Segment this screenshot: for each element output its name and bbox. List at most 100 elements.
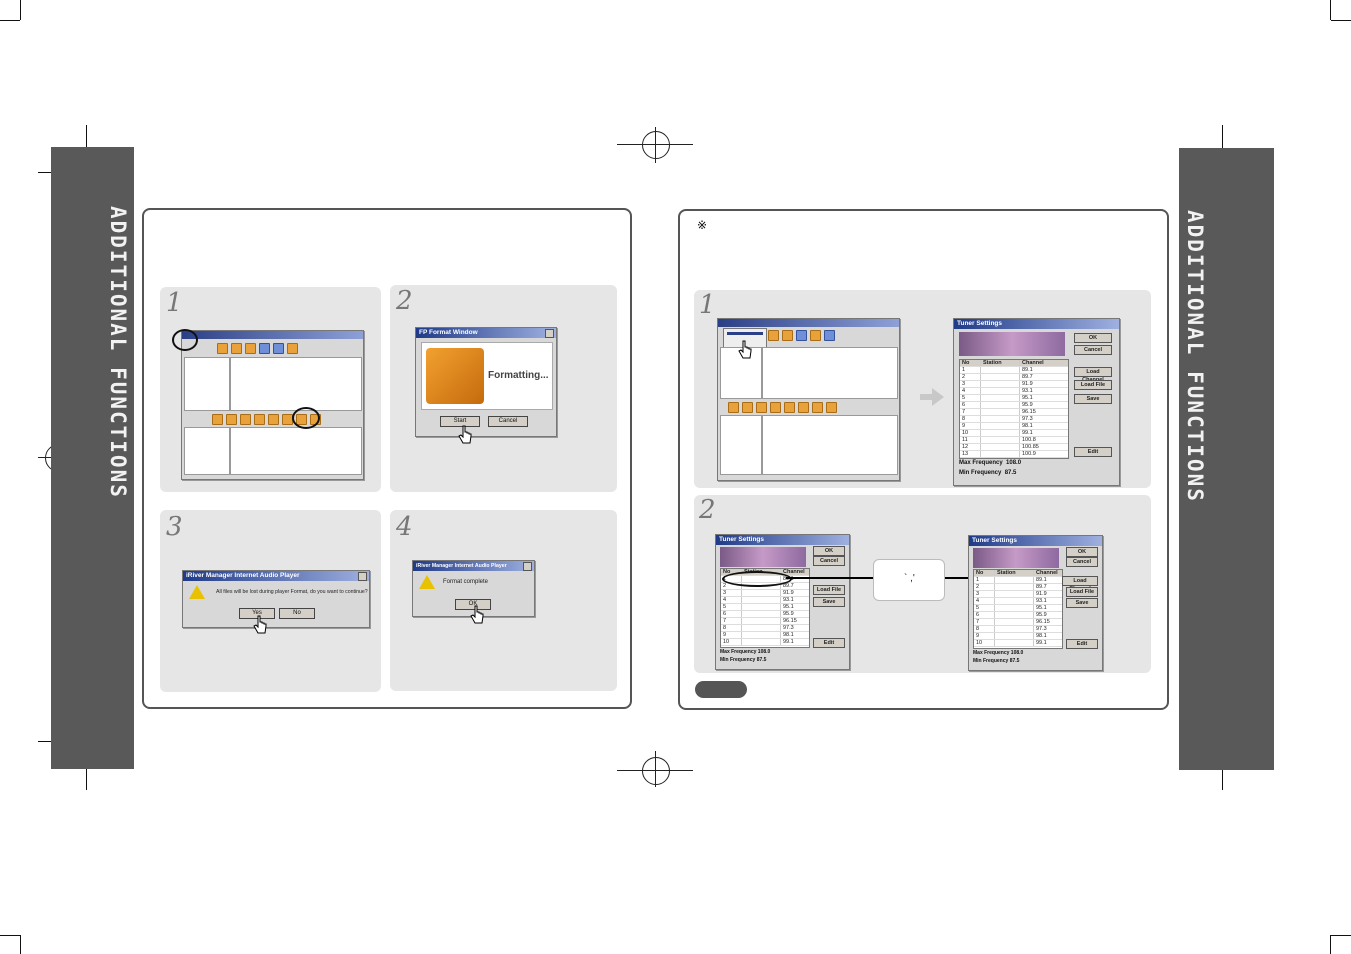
ok-button[interactable]: OK	[813, 546, 845, 556]
close-icon[interactable]	[358, 572, 367, 581]
load-channel-button[interactable]: Load Channel	[1062, 576, 1098, 592]
dialog-message: Format complete	[443, 579, 489, 585]
dialog-title: Tuner Settings	[954, 319, 1119, 329]
min-frequency-label: Min Frequency 87.5	[720, 657, 767, 663]
max-frequency-label: Max Frequency 108.0	[973, 650, 1024, 656]
highlight-circle	[292, 407, 320, 429]
no-button[interactable]: No	[279, 608, 315, 619]
tuner-banner	[973, 548, 1059, 568]
edit-button[interactable]: Edit	[813, 638, 845, 648]
note-badge	[695, 681, 747, 698]
right-sidebar	[1179, 148, 1274, 770]
tuner-banner	[959, 332, 1065, 356]
step-number: 3	[166, 512, 183, 542]
cancel-button[interactable]: Cancel	[1066, 557, 1098, 567]
load-file-button[interactable]: Load File	[813, 585, 845, 595]
folder-icon	[231, 342, 242, 354]
step-number: 1	[699, 290, 716, 320]
save-button[interactable]: Save	[1066, 598, 1098, 608]
step-number: 2	[699, 495, 716, 525]
start-button[interactable]: Start	[440, 416, 480, 427]
step-number: 2	[396, 286, 413, 316]
crop-mark	[1330, 0, 1331, 20]
max-frequency-label: Max Frequency 108.0	[720, 649, 771, 655]
load-channel-button[interactable]: Load Channel	[1074, 367, 1112, 383]
yes-button[interactable]: Yes	[239, 608, 275, 619]
ok-button[interactable]: OK	[455, 599, 491, 610]
pointer-hand-icon	[470, 605, 484, 624]
step-number: 1	[166, 288, 183, 318]
load-file-button[interactable]: Load File	[1074, 380, 1112, 390]
column-header: Channel	[1022, 360, 1044, 366]
min-frequency-label: Min Frequency 87.5	[973, 658, 1020, 664]
ok-button[interactable]: OK	[1066, 547, 1098, 557]
warning-icon	[189, 585, 205, 599]
crop-mark	[1331, 935, 1351, 936]
crop-mark	[1222, 125, 1223, 170]
cancel-button[interactable]: Cancel	[1074, 345, 1112, 355]
crop-mark	[0, 935, 20, 936]
close-icon[interactable]	[523, 562, 532, 571]
dialog-title: iRiver Manager Internet Audio Player	[413, 561, 534, 571]
copy-icon	[259, 342, 270, 354]
highlight-circle	[722, 571, 792, 587]
ok-button[interactable]: OK	[1074, 333, 1112, 343]
highlight-circle	[172, 329, 198, 351]
dialog-title: Tuner Settings	[969, 536, 1102, 546]
folder-icon	[245, 342, 256, 354]
edit-button[interactable]: Edit	[1066, 639, 1098, 649]
column-header: Station	[981, 360, 1020, 366]
manager-window-screenshot	[717, 318, 900, 481]
cancel-button[interactable]: Cancel	[813, 556, 845, 566]
tuner-banner	[720, 547, 806, 567]
save-button[interactable]: Save	[813, 597, 845, 607]
formatting-text: Formatting...	[488, 370, 549, 381]
pointer-hand-icon	[738, 340, 752, 359]
manager-window-screenshot	[181, 330, 364, 480]
copy-icon	[273, 342, 284, 354]
load-file-button[interactable]: Load File	[1066, 587, 1098, 597]
right-sidebar-label: ADDITIONAL FUNCTIONS	[1183, 210, 1207, 503]
close-icon[interactable]	[545, 329, 554, 338]
save-button[interactable]: Save	[1074, 394, 1112, 404]
column-header: No	[960, 360, 981, 366]
edit-callout: ` ,'	[873, 559, 945, 601]
confirm-format-dialog: iRiver Manager Internet Audio Player All…	[182, 570, 370, 628]
cancel-button[interactable]: Cancel	[488, 416, 528, 427]
edit-button[interactable]: Edit	[1074, 447, 1112, 457]
